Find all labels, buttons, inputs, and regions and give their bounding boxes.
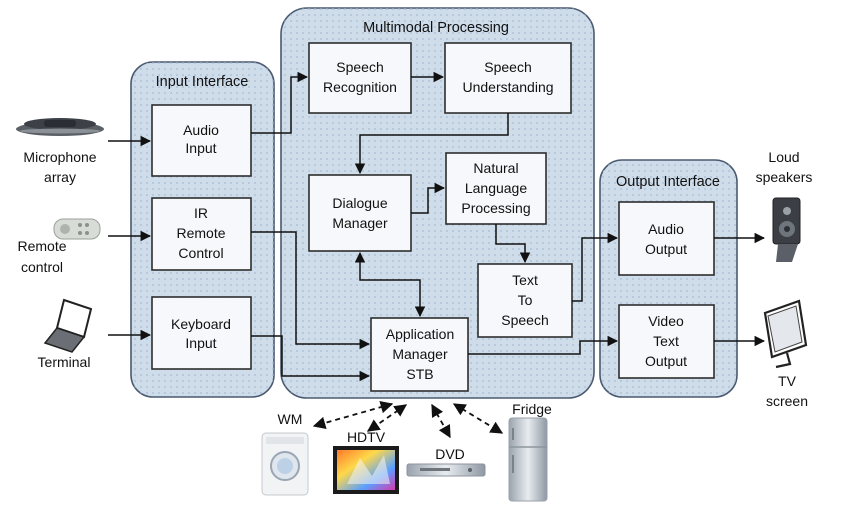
output-interface-title: Output Interface	[616, 174, 720, 190]
svg-text:Fridge: Fridge	[512, 401, 552, 417]
multimodal-processing-title: Multimodal Processing	[363, 20, 509, 36]
dialogue-to-nlp-arrow	[411, 182, 446, 214]
connectors	[108, 71, 766, 439]
washing-machine-icon	[261, 432, 309, 496]
audio-input-to-recognition-arrow	[251, 71, 309, 134]
input-interface-title: Input Interface	[156, 74, 249, 90]
svg-text:DVD: DVD	[435, 446, 465, 462]
laptop-icon	[43, 298, 93, 353]
app-manager-to-video-output-arrow	[468, 335, 619, 355]
tts-to-audio-output-arrow	[572, 232, 619, 302]
dvd-device: DVD	[406, 446, 486, 477]
nlp-to-tts-arrow	[495, 224, 531, 264]
dvd-player-icon	[406, 463, 486, 477]
ir-to-app-manager-arrow	[251, 231, 371, 350]
app-dvd-dashed-arrow	[431, 403, 451, 439]
remote-control-icon	[53, 218, 101, 240]
app-hdtv-dashed-arrow	[366, 404, 408, 432]
fridge-device: Fridge	[508, 401, 552, 502]
hdtv-device: HDTV	[333, 429, 399, 494]
terminal-device: Terminal	[38, 298, 93, 370]
microphone-icon	[16, 118, 104, 136]
svg-text:HDTV: HDTV	[347, 429, 386, 445]
understanding-to-dialogue-arrow	[354, 113, 509, 175]
speaker-icon	[772, 197, 801, 262]
app-fridge-dashed-arrow	[452, 403, 504, 434]
keyboard-to-app-manager-arrow	[251, 335, 371, 382]
hdtv-icon	[333, 446, 399, 494]
wm-device: WM	[261, 411, 309, 496]
svg-text:Terminal: Terminal	[38, 354, 91, 370]
dialogue-app-manager-arrow	[354, 251, 426, 318]
fridge-icon	[508, 417, 548, 502]
monitor-icon	[763, 299, 808, 369]
svg-text:WM: WM	[278, 411, 303, 427]
